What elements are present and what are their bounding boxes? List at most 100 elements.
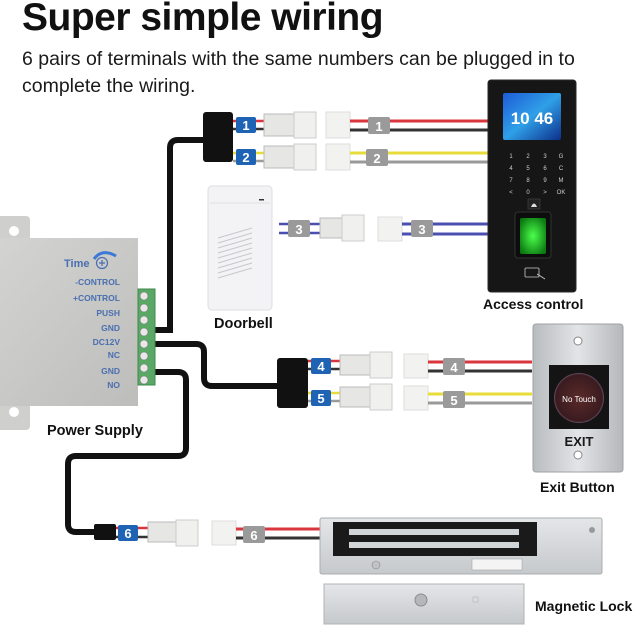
- key[interactable]: 0: [526, 190, 530, 196]
- ps-time-label: Time: [64, 258, 89, 270]
- cable-to-exit-button: [155, 341, 278, 389]
- fingerprint-sensor-icon[interactable]: [520, 218, 546, 254]
- ps-body: [0, 238, 138, 406]
- key[interactable]: <: [509, 190, 513, 196]
- key[interactable]: 1: [509, 154, 513, 160]
- svg-text:1: 1: [375, 119, 382, 134]
- svg-text:1: 1: [242, 118, 249, 133]
- svg-text:3: 3: [418, 222, 425, 237]
- male-connector-6[interactable]: [147, 519, 199, 547]
- cable-to-magnetic-lock: [65, 369, 189, 535]
- exit-button-label: Exit Button: [540, 479, 615, 495]
- ps-time-knob-icon[interactable]: [92, 251, 117, 270]
- svg-text:2: 2: [373, 151, 380, 166]
- key[interactable]: 4: [509, 166, 513, 172]
- magnetic-lock-face: [333, 522, 537, 556]
- svg-text:4: 4: [450, 360, 458, 375]
- key[interactable]: 8: [526, 178, 530, 184]
- access-control-screen: [503, 93, 561, 140]
- connection-group-1-2: 1 1 2 2: [203, 111, 492, 171]
- page-title: Super simple wiring: [22, 0, 384, 39]
- lock-spec-label: [471, 558, 523, 571]
- ps-terminal-label: DC12V: [93, 337, 121, 347]
- female-connector-1[interactable]: [325, 111, 351, 139]
- female-connector-6[interactable]: [211, 520, 237, 546]
- ps-terminal-label: GND: [101, 366, 120, 376]
- doorbell-label: Doorbell: [214, 316, 273, 332]
- svg-text:4: 4: [317, 359, 325, 374]
- male-connector-4[interactable]: [339, 351, 393, 379]
- ps-terminal-block: [137, 288, 156, 386]
- magnetic-lock: Magnetic Lock: [319, 517, 632, 625]
- page-subtitle: 6 pairs of terminals with the same numbe…: [22, 48, 575, 97]
- key[interactable]: 7: [509, 178, 513, 184]
- no-touch-button[interactable]: [554, 373, 604, 423]
- male-connector-5[interactable]: [339, 383, 393, 411]
- ps-terminal-label: GND: [101, 323, 120, 333]
- source-tag-6: [118, 525, 138, 541]
- access-control-label: Access control: [483, 296, 583, 312]
- cable-splitter-sleeve: [203, 112, 233, 162]
- ps-mount-hole-top: [9, 226, 19, 236]
- doorbell-body: [207, 185, 273, 311]
- ps-terminal-label: PUSH: [96, 308, 120, 318]
- key[interactable]: 9: [543, 178, 547, 184]
- ps-mount-hole-bottom: [9, 407, 19, 417]
- doorbell-speaker-grille: [217, 227, 253, 279]
- dest-tag-6: [243, 526, 265, 543]
- bell-icon[interactable]: [527, 198, 541, 210]
- key[interactable]: M: [559, 178, 564, 184]
- ps-terminal-label: NO: [107, 380, 120, 390]
- male-connector-1[interactable]: [263, 111, 317, 139]
- source-tag-3: [288, 220, 310, 237]
- male-connector-2[interactable]: [263, 143, 317, 171]
- key[interactable]: 6: [543, 166, 547, 172]
- doorbell: Doorbell: [207, 185, 273, 332]
- female-connector-3[interactable]: [377, 216, 403, 242]
- svg-text:5: 5: [317, 391, 324, 406]
- svg-text:3: 3: [295, 222, 302, 237]
- female-connector-2[interactable]: [325, 143, 351, 171]
- key[interactable]: OK: [557, 190, 566, 196]
- exit-button: No Touch EXIT Exit Button: [532, 323, 624, 495]
- key[interactable]: >: [543, 190, 547, 196]
- access-control: 10 46 1 2 3 G 4 5 6 C 7 8 9 M < 0 > OK: [483, 79, 583, 312]
- source-tag-1: [236, 117, 256, 133]
- svg-text:6: 6: [124, 526, 131, 541]
- cable-sleeve: [94, 524, 116, 540]
- key[interactable]: G: [559, 154, 564, 160]
- connection-group-4-5: 4 4 5 5: [277, 351, 532, 411]
- svg-text:6: 6: [250, 528, 257, 543]
- ps-terminal-label: -CONTROL: [75, 277, 120, 287]
- source-tag-4: [311, 358, 331, 374]
- ps-terminal-label: NC: [108, 350, 120, 360]
- female-connector-5[interactable]: [403, 385, 429, 411]
- key[interactable]: 2: [526, 154, 530, 160]
- dest-tag-1: [368, 117, 390, 134]
- card-reader-icon: [524, 267, 546, 280]
- dest-tag-2: [366, 149, 388, 166]
- power-supply-label: Power Supply: [47, 423, 143, 439]
- exit-plate-text: EXIT: [565, 434, 594, 449]
- svg-text:5: 5: [450, 393, 457, 408]
- female-connector-4[interactable]: [403, 353, 429, 379]
- ps-terminal-label: +CONTROL: [73, 293, 120, 303]
- source-tag-5: [311, 390, 331, 406]
- screen-clock: 10 46: [511, 109, 554, 128]
- dest-tag-4: [443, 358, 465, 375]
- key[interactable]: C: [559, 166, 564, 172]
- key[interactable]: 5: [526, 166, 530, 172]
- key[interactable]: 3: [543, 154, 547, 160]
- no-touch-text: No Touch: [562, 395, 596, 404]
- male-connector-3[interactable]: [319, 214, 365, 242]
- connection-6: 6 6: [94, 519, 322, 547]
- power-supply: Time -CONTROL +CONTROL PUSH GND DC12V NC…: [0, 216, 156, 439]
- svg-text:2: 2: [242, 150, 249, 165]
- connection-3: 3 3: [279, 214, 492, 242]
- source-tag-2: [236, 149, 256, 165]
- magnetic-lock-label: Magnetic Lock: [535, 598, 632, 614]
- cable-splitter-sleeve: [277, 358, 308, 408]
- dest-tag-5: [443, 391, 465, 408]
- ps-terminal-screws: [139, 291, 149, 385]
